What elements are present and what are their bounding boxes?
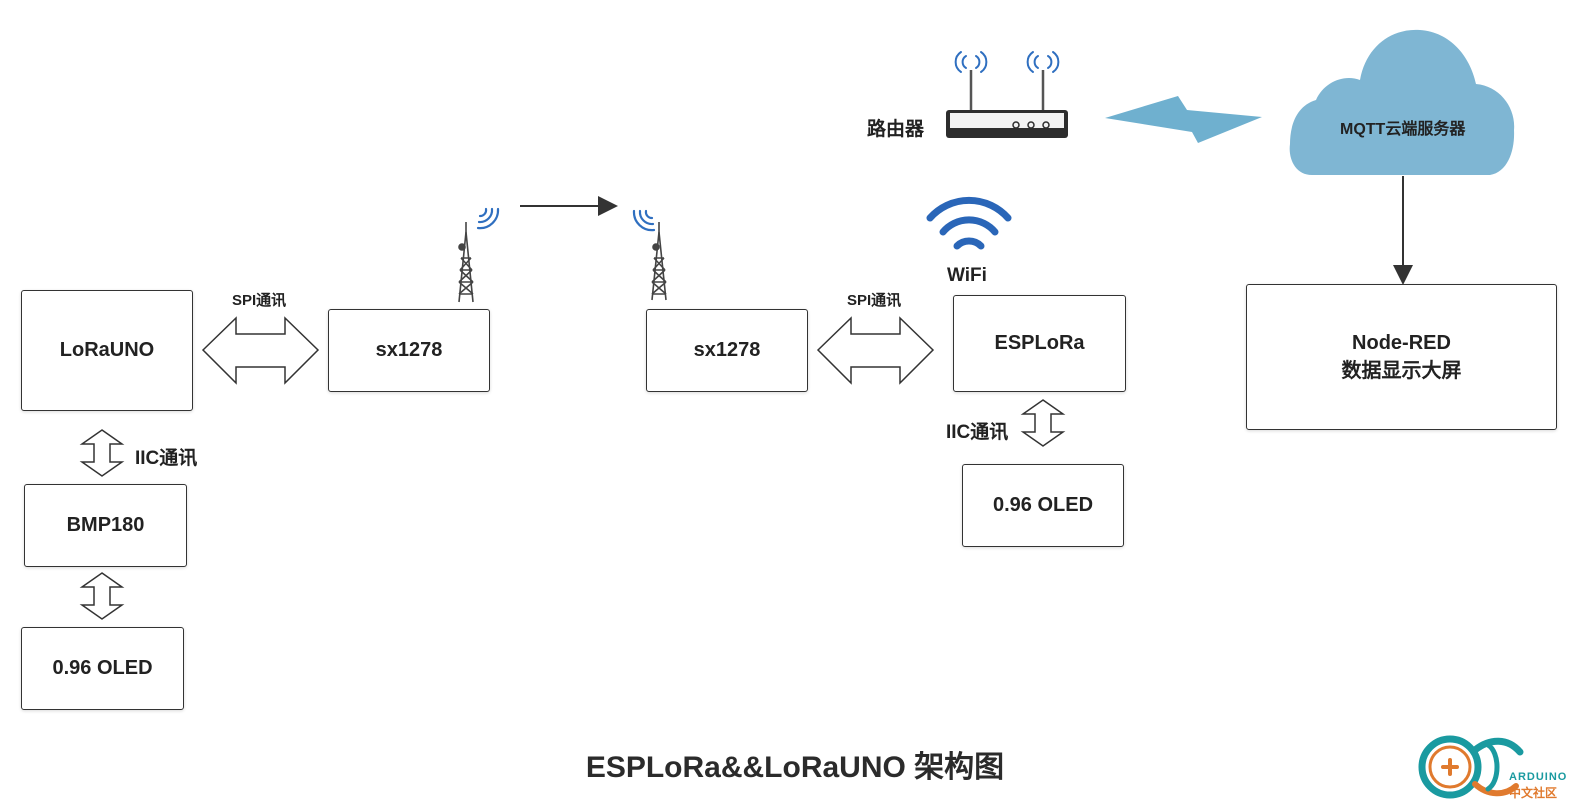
signal-waves-icon [476,207,500,230]
antenna-tower-icon [458,222,474,303]
lorauno-label: LoRaUNO [59,339,155,361]
spi-label-right: SPI通讯 [847,292,902,309]
wifi-icon [926,196,1012,250]
iic-double-arrow-left [79,429,125,477]
bmp-oled-double-arrow [79,572,125,620]
cloud-shape [1289,29,1515,176]
bmp180-box: BMP180 [24,484,187,567]
sx1278-left-label: sx1278 [375,339,443,361]
wifi-label: WiFi [947,265,987,286]
spi-double-arrow-right [816,316,935,385]
sx1278-left-box: sx1278 [328,309,490,392]
node-red-subtitle: 数据显示大屏 [1341,360,1462,382]
oled-right-label: 0.96 OLED [992,494,1094,516]
wireless-bolt-icon [1105,96,1262,143]
bmp180-label: BMP180 [66,514,145,536]
esplora-box: ESPLoRa [953,295,1126,392]
spi-double-arrow-left [201,316,320,385]
cloud-label: MQTT云端服务器 [1340,121,1466,138]
spi-label-left: SPI通讯 [232,292,287,309]
iic-label-left: IIC通讯 [135,448,198,469]
diagram-title: ESPLoRa&&LoRaUNO 架构图 [585,751,1005,784]
node-red-title: Node-RED [1352,332,1451,354]
lorauno-box: LoRaUNO [21,290,193,411]
oled-right-box: 0.96 OLED [962,464,1124,547]
sx1278-right-label: sx1278 [693,339,761,361]
arduino-logo [1418,735,1524,799]
router-label: 路由器 [867,119,925,140]
oled-left-box: 0.96 OLED [21,627,184,710]
sx1278-right-box: sx1278 [646,309,808,392]
logo-text-community: 中文社区 [1509,786,1558,800]
esplora-label: ESPLoRa [994,332,1085,354]
oled-left-label: 0.96 OLED [52,657,153,679]
router-icon [946,51,1068,138]
logo-text-arduino: ARDUINO [1509,771,1568,783]
iic-label-right: IIC通讯 [946,422,1009,443]
signal-waves-icon [632,209,656,232]
iic-double-arrow-right [1020,399,1066,447]
antenna-tower-icon [651,222,667,301]
node-red-box: Node-RED 数据显示大屏 [1246,284,1557,430]
